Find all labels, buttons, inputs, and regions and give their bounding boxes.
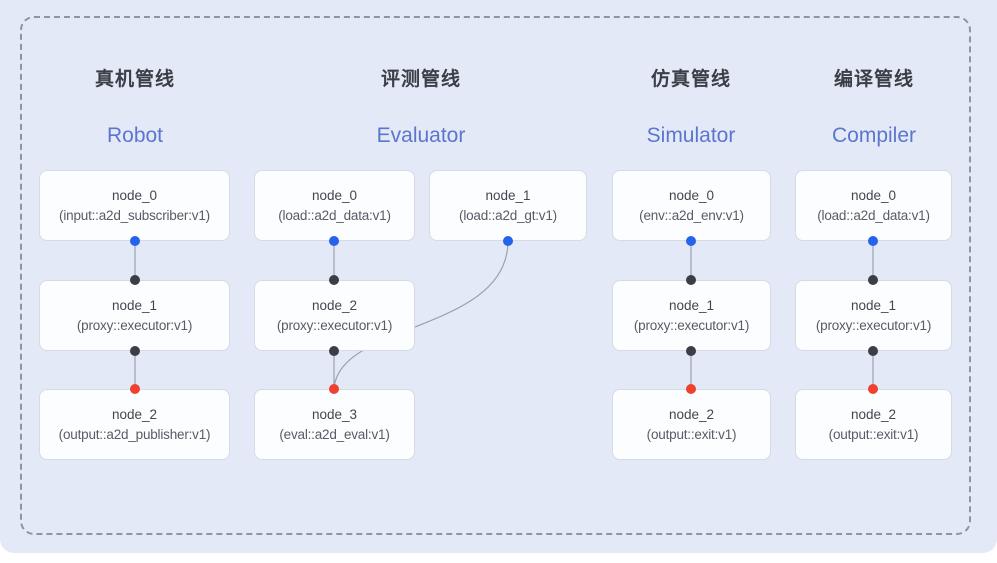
- evaluator-node-2-box: node_2 (proxy::executor:v1): [254, 280, 415, 351]
- pipeline-title-zh-evaluator: 评测管线: [380, 69, 461, 90]
- simulator-node-2-box: node_2 (output::exit:v1): [612, 389, 771, 460]
- node-title: node_2: [850, 407, 897, 422]
- node-title: node_2: [111, 407, 158, 422]
- simulator-node-0-box: node_0 (env::a2d_env:v1): [612, 170, 771, 241]
- node-subtitle: (input::a2d_subscriber:v1): [59, 208, 210, 223]
- evaluator-node-0-box: node_0 (load::a2d_data:v1): [254, 170, 415, 241]
- evaluator-node-3-box: node_3 (eval::a2d_eval:v1): [254, 389, 415, 460]
- compiler-node-0-box: node_0 (load::a2d_data:v1): [795, 170, 952, 241]
- dashed-frame: [20, 16, 971, 535]
- node-subtitle: (output::exit:v1): [646, 427, 737, 442]
- node-subtitle: (load::a2d_data:v1): [817, 208, 930, 223]
- node-subtitle: (output::a2d_publisher:v1): [58, 427, 211, 442]
- node-subtitle: (proxy::executor:v1): [815, 318, 932, 333]
- node-title: node_1: [668, 298, 715, 313]
- node-title: node_0: [668, 188, 715, 203]
- node-title: node_1: [850, 298, 897, 313]
- robot-node-2-box: node_2 (output::a2d_publisher:v1): [39, 389, 230, 460]
- node-subtitle: (load::a2d_data:v1): [278, 208, 391, 223]
- simulator-node-1-box: node_1 (proxy::executor:v1): [612, 280, 771, 351]
- pipeline-title-en-evaluator: Evaluator: [376, 124, 466, 147]
- node-title: node_0: [111, 188, 158, 203]
- node-title: node_1: [485, 188, 531, 203]
- node-title: node_1: [111, 298, 158, 313]
- node-subtitle: (proxy::executor:v1): [633, 318, 750, 333]
- pipeline-title-zh-robot: 真机管线: [94, 69, 175, 90]
- evaluator-node-1-box: node_1 (load::a2d_gt:v1): [429, 170, 587, 241]
- robot-node-1-box: node_1 (proxy::executor:v1): [39, 280, 230, 351]
- pipeline-title-en-simulator: Simulator: [646, 124, 736, 147]
- compiler-node-2-box: node_2 (output::exit:v1): [795, 389, 952, 460]
- compiler-node-1-box: node_1 (proxy::executor:v1): [795, 280, 952, 351]
- node-title: node_2: [668, 407, 715, 422]
- node-subtitle: (proxy::executor:v1): [76, 318, 193, 333]
- pipeline-title-en-compiler: Compiler: [831, 124, 917, 147]
- pipeline-title-zh-simulator: 仿真管线: [650, 69, 731, 90]
- node-subtitle: (eval::a2d_eval:v1): [279, 427, 390, 442]
- pipeline-title-zh-compiler: 编译管线: [833, 69, 914, 90]
- node-title: node_0: [850, 188, 897, 203]
- node-title: node_2: [311, 298, 358, 313]
- node-subtitle: (env::a2d_env:v1): [639, 208, 744, 223]
- node-title: node_3: [311, 407, 358, 422]
- robot-node-0-box: node_0 (input::a2d_subscriber:v1): [39, 170, 230, 241]
- node-subtitle: (proxy::executor:v1): [276, 318, 393, 333]
- node-subtitle: (output::exit:v1): [828, 427, 919, 442]
- node-subtitle: (load::a2d_gt:v1): [459, 208, 557, 223]
- node-title: node_0: [311, 188, 358, 203]
- pipeline-title-en-robot: Robot: [106, 124, 164, 147]
